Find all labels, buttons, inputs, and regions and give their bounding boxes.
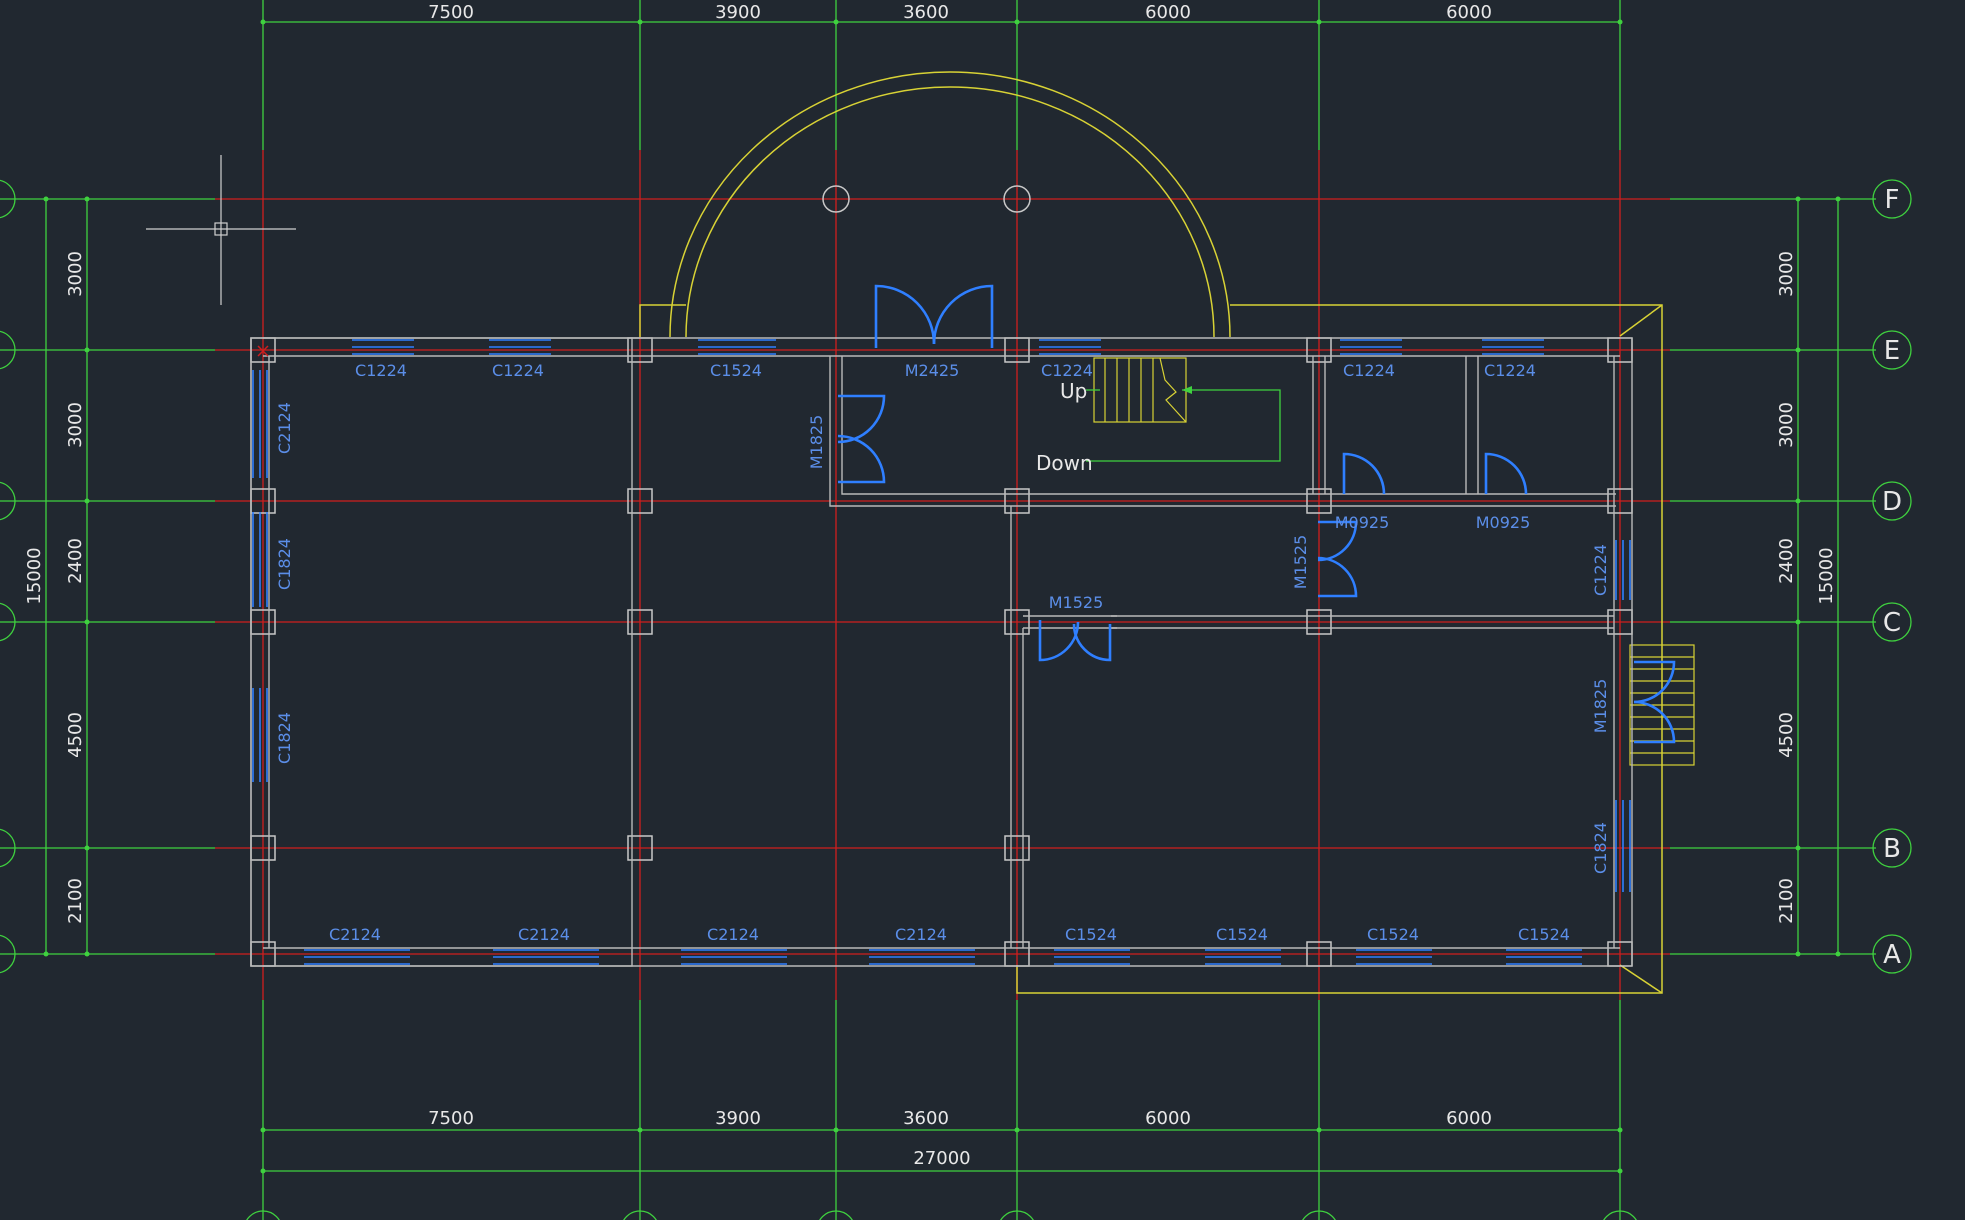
window-label-south-7: C1524 xyxy=(1367,925,1419,944)
dim-bottom-2: 3900 xyxy=(715,1108,761,1129)
axis-bubbles xyxy=(0,179,1912,1220)
door-label-main-entry: M2425 xyxy=(905,361,960,380)
round-columns xyxy=(822,185,1031,213)
window-label-south-1: C2124 xyxy=(329,925,381,944)
window-label-south-4: C2124 xyxy=(895,925,947,944)
dim-left-total: 15000 xyxy=(24,547,45,604)
stair-arrows xyxy=(1086,389,1281,462)
dim-left-2: 3000 xyxy=(65,402,86,448)
door-label-east-entry: M1825 xyxy=(1591,679,1610,734)
window-label-north-4: C1224 xyxy=(1041,361,1093,380)
door-label-wc-1: M0925 xyxy=(1335,513,1390,532)
dim-right-3: 2400 xyxy=(1776,538,1797,584)
window-label-south-2: C2124 xyxy=(518,925,570,944)
dim-left-5: 2100 xyxy=(65,878,86,924)
dim-left-4: 4500 xyxy=(65,712,86,758)
door-label-corridor-east: M1525 xyxy=(1291,535,1310,590)
window-label-west-1: C2124 xyxy=(275,402,294,454)
stair-up-label: Up xyxy=(1060,379,1087,403)
dim-bottom-1: 7500 xyxy=(428,1108,474,1129)
stair-down-label: Down xyxy=(1036,451,1093,475)
window-label-north-6: C1224 xyxy=(1484,361,1536,380)
dim-right-4: 4500 xyxy=(1776,712,1797,758)
window-label-south-6: C1524 xyxy=(1216,925,1268,944)
axis-bubble-B: B xyxy=(1883,834,1901,864)
dimension-ticks xyxy=(43,19,1841,1174)
window-label-north-5: C1224 xyxy=(1343,361,1395,380)
dim-top-5: 6000 xyxy=(1446,2,1492,23)
terrace-and-bay xyxy=(639,71,1663,994)
staircase xyxy=(1093,357,1187,423)
dim-right-1: 3000 xyxy=(1776,251,1797,297)
window-label-south-3: C2124 xyxy=(707,925,759,944)
dim-bottom-5: 6000 xyxy=(1446,1108,1492,1129)
stair-arrow-head xyxy=(1182,386,1192,394)
walls xyxy=(250,337,1633,967)
dim-left-1: 3000 xyxy=(65,251,86,297)
windows xyxy=(252,339,1631,965)
window-label-north-1: C1224 xyxy=(355,361,407,380)
axis-bubble-D: D xyxy=(1882,487,1902,517)
dim-bottom-3: 3600 xyxy=(903,1108,949,1129)
door-label-stair-hall: M1825 xyxy=(807,415,826,470)
dim-right-2: 3000 xyxy=(1776,402,1797,448)
dim-left-3: 2400 xyxy=(65,538,86,584)
axis-grid xyxy=(215,150,1670,1000)
axis-bubble-C: C xyxy=(1883,608,1901,638)
door-label-wc-2: M0925 xyxy=(1476,513,1531,532)
door-label-corridor-west: M1525 xyxy=(1049,593,1104,612)
dim-top-1: 7500 xyxy=(428,2,474,23)
window-label-east-1: C1224 xyxy=(1591,544,1610,596)
dim-top-3: 3600 xyxy=(903,2,949,23)
window-label-north-2: C1224 xyxy=(492,361,544,380)
window-label-east-2: C1824 xyxy=(1591,822,1610,874)
dim-top-2: 3900 xyxy=(715,2,761,23)
dim-right-total: 15000 xyxy=(1816,547,1837,604)
window-label-north-3: C1524 xyxy=(710,361,762,380)
crosshair-cursor-icon xyxy=(146,155,296,305)
axis-bubble-F: F xyxy=(1885,185,1900,215)
origin-mark-icon xyxy=(257,345,269,357)
axis-bubble-A: A xyxy=(1883,940,1901,970)
dimension-lines xyxy=(0,0,1876,1220)
square-columns xyxy=(250,337,1633,967)
window-label-south-8: C1524 xyxy=(1518,925,1570,944)
east-entry-steps xyxy=(1629,644,1695,766)
dim-bottom-total: 27000 xyxy=(913,1148,970,1169)
axis-bubble-E: E xyxy=(1884,336,1900,366)
dim-top-4: 6000 xyxy=(1145,2,1191,23)
dim-right-5: 2100 xyxy=(1776,878,1797,924)
doors xyxy=(837,284,1676,744)
window-label-south-5: C1524 xyxy=(1065,925,1117,944)
dim-bottom-4: 6000 xyxy=(1145,1108,1191,1129)
window-label-west-2: C1824 xyxy=(275,538,294,590)
window-label-west-3: C1824 xyxy=(275,712,294,764)
